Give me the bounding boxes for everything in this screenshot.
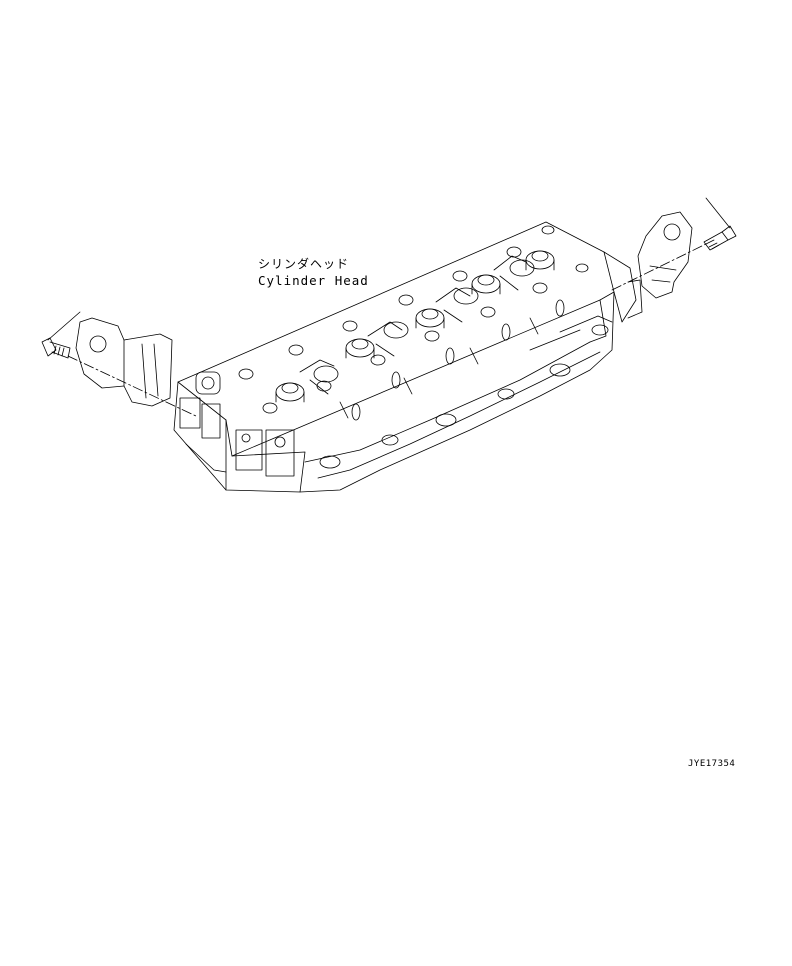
lower-gallery (320, 316, 612, 468)
left-bolt-leader (48, 312, 80, 340)
assembly-centerlines (68, 244, 706, 416)
right-bolt-leader (706, 198, 730, 228)
cylinder-head-body (174, 222, 636, 492)
right-lifting-bracket (628, 212, 692, 318)
figure-id: JYE17354 (688, 759, 736, 769)
valve-bosses (239, 226, 588, 420)
right-bolt (704, 226, 736, 250)
part-label-japanese: シリンダヘッド (258, 257, 350, 271)
part-label-english: Cylinder Head (258, 273, 369, 288)
left-lifting-bracket (76, 318, 172, 406)
left-bolt (42, 338, 70, 358)
